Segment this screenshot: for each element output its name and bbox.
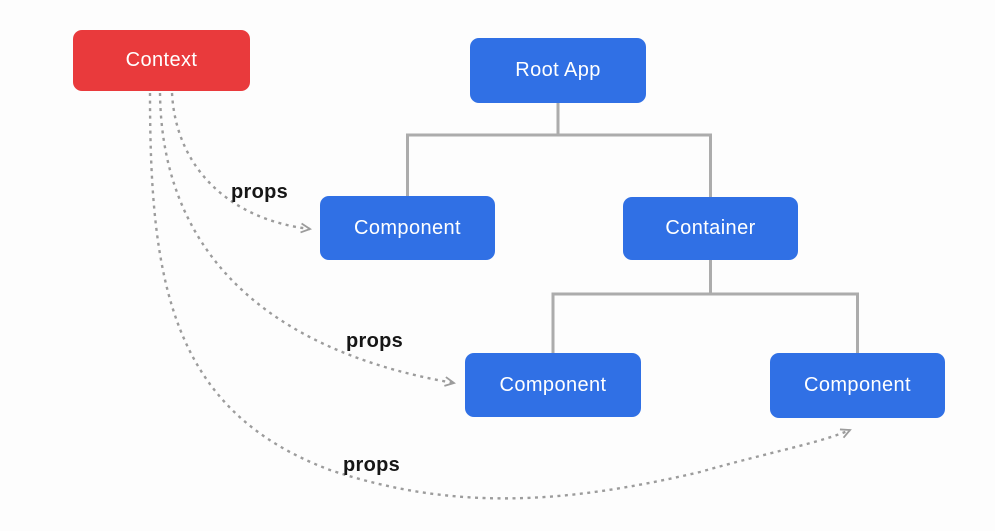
tree-connector-container-children: [551, 260, 859, 353]
node-component-mid: Component: [320, 196, 495, 260]
node-container-label: Container: [665, 217, 756, 239]
node-component-bottom-right-label: Component: [804, 374, 911, 396]
node-context-label: Context: [125, 49, 198, 71]
tree-connector-rootapp-children: [406, 103, 712, 197]
props-label-to-component-bottom-left: props: [346, 330, 404, 352]
node-root-app: Root App: [470, 38, 646, 103]
props-label-to-component-bottom-right: props: [343, 454, 401, 476]
node-root-app-label: Root App: [515, 59, 601, 81]
node-component-bottom-left: Component: [465, 353, 641, 417]
node-component-mid-label: Component: [354, 216, 461, 239]
props-label-to-component-mid: props: [231, 181, 289, 203]
props-edge-context-to-component-bottom-right: [148, 92, 850, 500]
node-component-bottom-left-label: Component: [499, 373, 607, 396]
props-edge-context-to-component-bottom-left: [158, 92, 454, 383]
node-container: Container: [623, 197, 798, 260]
node-component-bottom-right: Component: [770, 353, 945, 418]
props-edge-context-to-component-mid: [170, 92, 310, 229]
node-context: Context: [73, 30, 250, 91]
